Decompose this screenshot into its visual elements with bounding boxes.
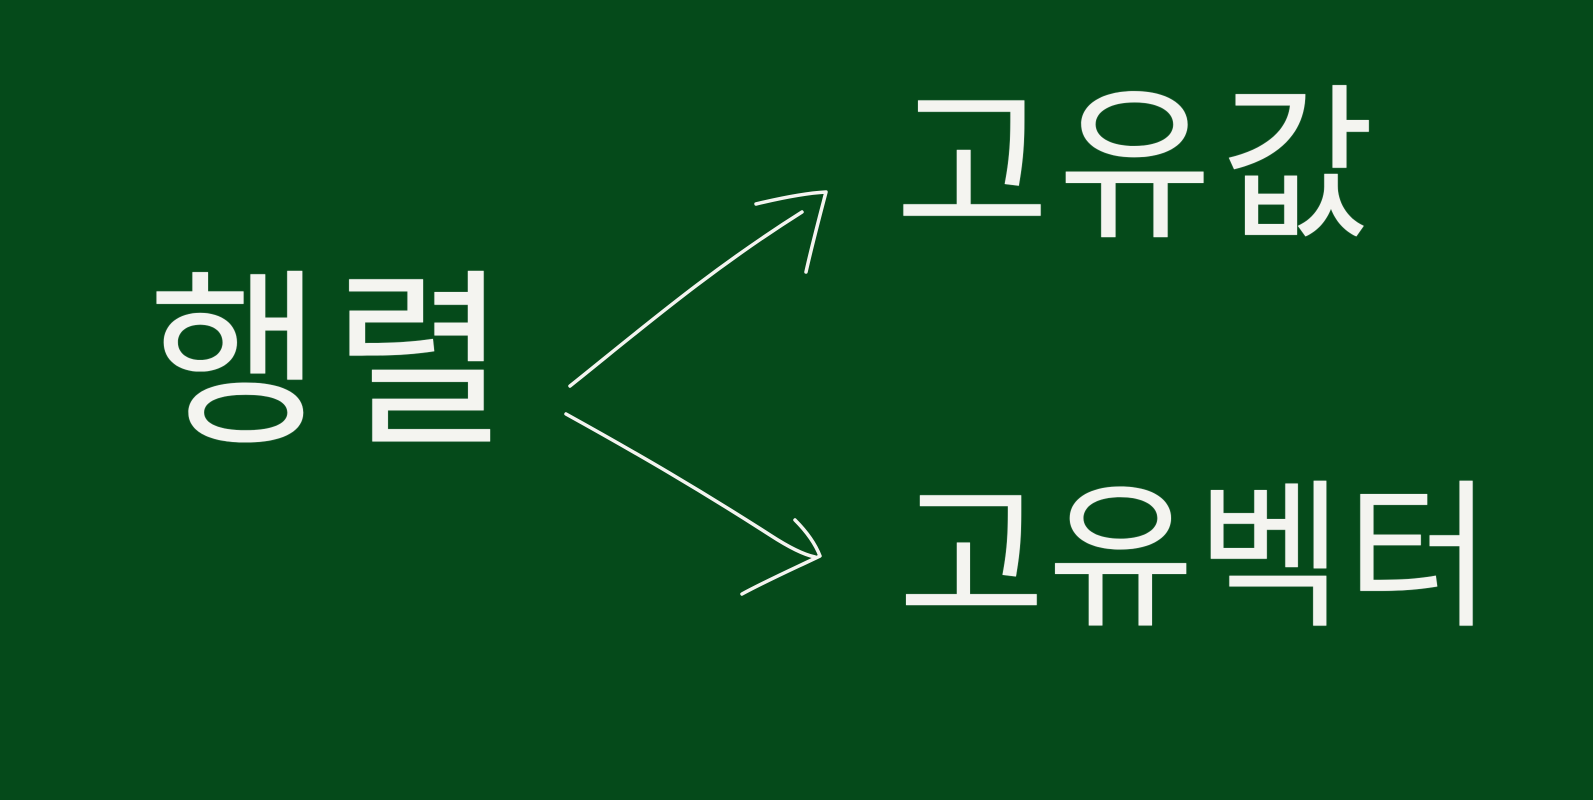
node-matrix: 행렬	[148, 252, 518, 473]
node-eigenvector: 고유벡터	[898, 464, 1495, 651]
arrow-to-eigenvector	[564, 412, 822, 596]
arrow-to-eigenvalue	[568, 190, 828, 388]
node-eigenvalue: 고유값	[895, 68, 1383, 264]
arrow-head-upper	[754, 190, 828, 274]
arrow-shaft-upper	[568, 210, 804, 388]
arrow-head-lower	[740, 518, 822, 596]
arrow-shaft-lower	[564, 412, 817, 559]
